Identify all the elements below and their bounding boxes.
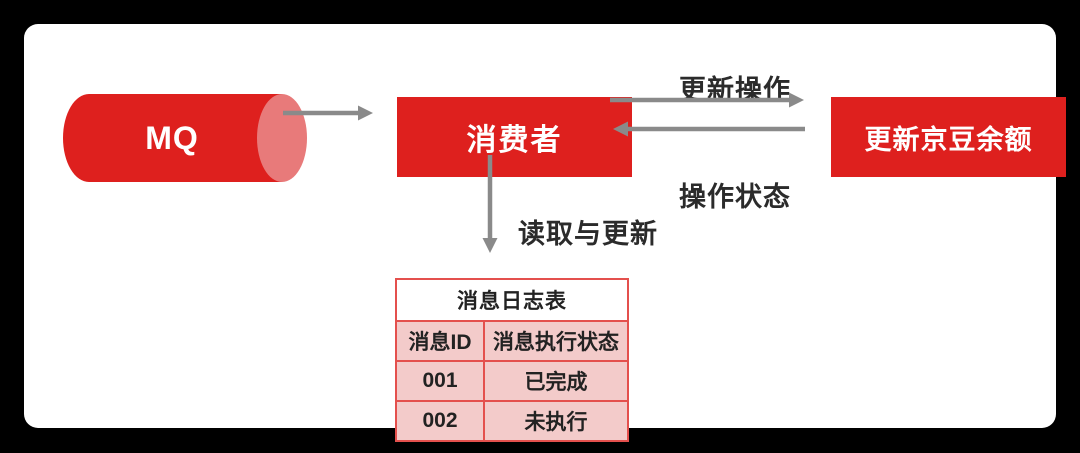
table-cell-exec-status: 未执行 [524, 411, 588, 434]
table-header-exec-status: 消息执行状态 [493, 331, 619, 354]
table-header-message-id: 消息ID [397, 322, 485, 360]
table-cell-exec-status: 已完成 [524, 371, 588, 394]
node-update-balance-label: 更新京豆余额 [864, 124, 1033, 155]
table-row: 001 已完成 [397, 360, 627, 400]
node-consumer: 消费者 [397, 97, 632, 177]
cylinder-shape-icon [63, 94, 307, 182]
edge-label-update-operation: 更新操作 [679, 75, 791, 105]
node-mq: MQ [62, 93, 308, 183]
edge-label-operation-status: 操作状态 [679, 182, 791, 212]
table-header-row: 消息ID 消息执行状态 [397, 320, 627, 360]
diagram-card: MQ 消费者 更新京豆余额 更新操作 操作状态 读取与更新 消息日志表 消息ID… [24, 24, 1066, 442]
table-title: 消息日志表 [397, 280, 627, 320]
table-cell-message-id: 002 [397, 402, 485, 440]
edge-label-read-and-update: 读取与更新 [518, 219, 658, 249]
node-consumer-label: 消费者 [466, 124, 563, 157]
node-mq-label: MQ [145, 119, 199, 156]
table-cell-message-id: 001 [397, 362, 485, 400]
node-update-balance: 更新京豆余额 [831, 97, 1066, 177]
message-log-table: 消息日志表 消息ID 消息执行状态 001 已完成 002 未执行 [395, 278, 629, 442]
table-row: 002 未执行 [397, 400, 627, 440]
